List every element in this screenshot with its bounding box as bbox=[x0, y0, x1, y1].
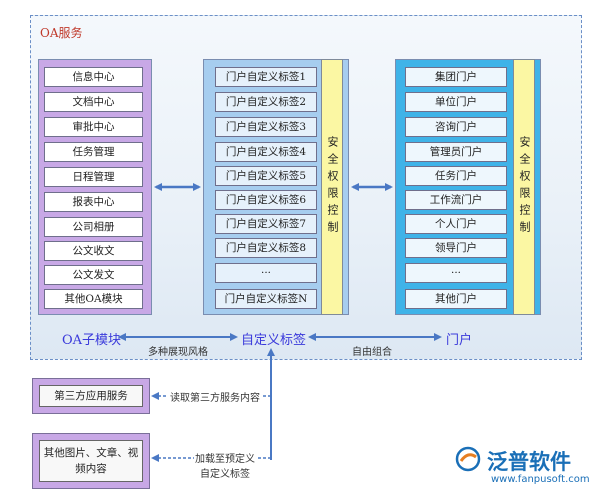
custom-tag-item: 门户自定义标签8 bbox=[215, 238, 317, 258]
styles-connector-label: 多种展现风格 bbox=[148, 347, 208, 358]
load-predefined-line1: 加载至预定义 bbox=[195, 454, 255, 465]
oa-modules-label: OA子模块 bbox=[62, 333, 122, 348]
oa-module-item: 信息中心 bbox=[44, 67, 143, 87]
brand-url: www.fanpusoft.com bbox=[491, 474, 590, 485]
custom-tag-item: 门户自定义标签5 bbox=[215, 166, 317, 186]
custom-tag-item: ··· bbox=[215, 263, 317, 283]
load-predefined-line2: 自定义标签 bbox=[200, 469, 250, 480]
portal-item: 单位门户 bbox=[405, 92, 507, 112]
oa-module-item: 公司相册 bbox=[44, 217, 143, 237]
third-party-read-label: 读取第三方服务内容 bbox=[168, 389, 262, 404]
portal-item: 任务门户 bbox=[405, 166, 507, 186]
custom-tag-item: 门户自定义标签2 bbox=[215, 92, 317, 112]
combination-connector-label: 自由组合 bbox=[352, 347, 392, 358]
custom-tag-item: 门户自定义标签N bbox=[215, 289, 317, 309]
brand-name: 泛普软件 bbox=[487, 450, 571, 474]
custom-tag-item: 门户自定义标签7 bbox=[215, 214, 317, 234]
portal-item: 领导门户 bbox=[405, 238, 507, 258]
portals-label: 门户 bbox=[446, 333, 473, 348]
brand-mark-icon bbox=[455, 446, 481, 472]
oa-module-item: 公文发文 bbox=[44, 265, 143, 285]
oa-module-item: 任务管理 bbox=[44, 142, 143, 162]
custom-tag-item: 门户自定义标签4 bbox=[215, 142, 317, 162]
portal-item: 工作流门户 bbox=[405, 190, 507, 210]
security-control-label: 安全权限控制 bbox=[326, 136, 339, 238]
portal-item: 其他门户 bbox=[405, 289, 507, 309]
custom-tags-label: 自定义标签 bbox=[241, 333, 307, 348]
media-line1: 其他图片、文章、视 bbox=[43, 447, 139, 459]
custom-tag-item: 门户自定义标签3 bbox=[215, 117, 317, 137]
third-party-box: 第三方应用服务 bbox=[32, 378, 150, 414]
portal-item: 个人门户 bbox=[405, 214, 507, 234]
security-control-label: 安全权限控制 bbox=[518, 136, 531, 238]
security-control-tags: 安全权限控制 bbox=[321, 59, 343, 315]
oa-module-item: 公文收文 bbox=[44, 241, 143, 261]
brand-logo: 泛普软件 www.fanpusoft.com bbox=[455, 444, 590, 490]
media-line2: 频内容 bbox=[75, 463, 107, 475]
oa-module-item: 文档中心 bbox=[44, 92, 143, 112]
frame-title: OA服务 bbox=[40, 26, 83, 40]
third-party-label: 第三方应用服务 bbox=[39, 385, 143, 407]
portal-item: 管理员门户 bbox=[405, 142, 507, 162]
custom-tag-item: 门户自定义标签6 bbox=[215, 190, 317, 210]
portal-item: 集团门户 bbox=[405, 67, 507, 87]
security-control-portals: 安全权限控制 bbox=[513, 59, 535, 315]
portal-item: ··· bbox=[405, 263, 507, 283]
custom-tag-item: 门户自定义标签1 bbox=[215, 67, 317, 87]
oa-module-item: 报表中心 bbox=[44, 192, 143, 212]
media-content-box: 其他图片、文章、视 频内容 bbox=[32, 433, 150, 489]
load-predefined-label: 加载至预定义 自定义标签 bbox=[194, 450, 256, 480]
oa-module-item: 审批中心 bbox=[44, 117, 143, 137]
oa-module-item: 其他OA模块 bbox=[44, 289, 143, 309]
media-content-text: 其他图片、文章、视 频内容 bbox=[39, 440, 143, 482]
portal-item: 咨询门户 bbox=[405, 117, 507, 137]
oa-module-item: 日程管理 bbox=[44, 167, 143, 187]
